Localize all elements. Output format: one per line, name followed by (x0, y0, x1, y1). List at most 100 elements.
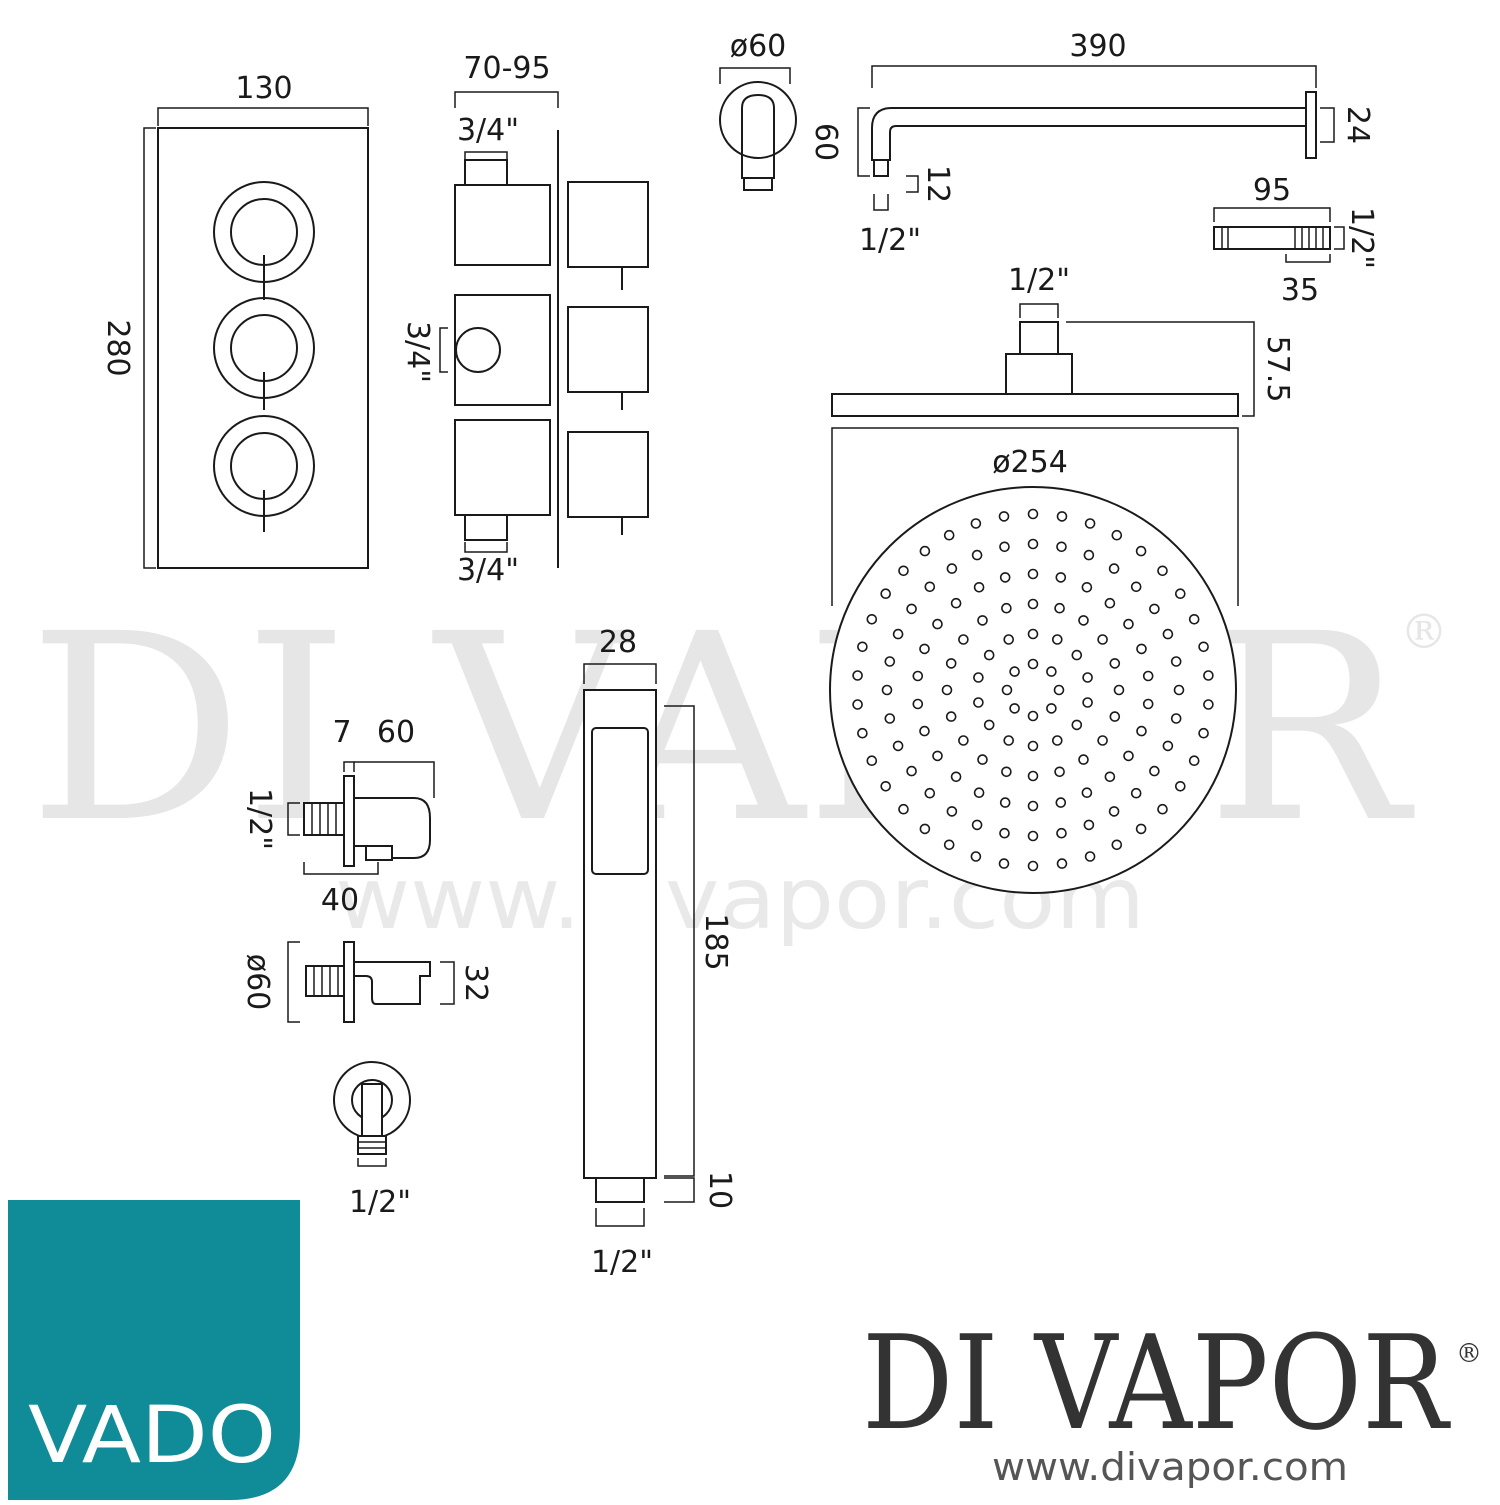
divapor-logo: DI VAPOR ® www.divapor.com (862, 1307, 1482, 1489)
nozzle (1009, 703, 1020, 714)
nozzle (884, 656, 896, 667)
nozzle (999, 797, 1011, 808)
nozzle (1203, 699, 1214, 710)
valve-spindle-top (567, 181, 649, 268)
nozzle (1027, 658, 1039, 670)
nozzle (1188, 613, 1200, 625)
nozzle (898, 803, 909, 815)
holder-flange (343, 941, 355, 1023)
shower-head-bottom-view: ø254 (829, 427, 1239, 894)
nozzle (932, 618, 943, 630)
nozzle (1162, 628, 1174, 640)
nozzle (945, 711, 957, 722)
dim-handset-thread: 1/2" (591, 1245, 653, 1280)
nozzle (941, 684, 953, 696)
nozzle (1003, 735, 1015, 746)
nozzle (1123, 750, 1134, 762)
nozzle (919, 545, 931, 557)
nozzle (1136, 643, 1147, 655)
dim-handset-width: 28 (599, 625, 637, 660)
nozzle (1053, 684, 1065, 696)
nozzle (884, 713, 896, 724)
watermark-registered-mark: ® (1400, 604, 1448, 660)
nozzle (1109, 711, 1121, 722)
nozzle (983, 649, 995, 661)
nozzle (1082, 697, 1093, 708)
nozzle (1082, 672, 1093, 683)
nozzle (971, 549, 983, 561)
nozzle (999, 572, 1011, 583)
nozzle (1149, 765, 1160, 777)
nozzle (1170, 656, 1182, 667)
nozzle (958, 735, 969, 746)
nozzle (950, 771, 962, 783)
nozzle (1113, 684, 1125, 696)
nozzle (852, 670, 863, 681)
dim-head-dia: ø254 (992, 445, 1068, 480)
nozzle (1056, 827, 1067, 839)
arm-wall-flange-view: ø60 (719, 29, 797, 191)
nozzle (1083, 549, 1095, 561)
valve-side-view: 70-95 3/4" 3/4" 3/4" (400, 51, 649, 588)
nozzle (1027, 740, 1039, 752)
nozzle (1170, 713, 1182, 724)
dim-head-thread: 1/2" (1008, 263, 1070, 298)
nozzle (1157, 565, 1168, 577)
nozzle (1142, 670, 1154, 682)
vado-logo-text: VADO (28, 1391, 276, 1481)
watermark: DI VAPOR ® www.divapor.com (28, 579, 1448, 949)
nozzle (977, 754, 988, 765)
nozzle (1081, 581, 1093, 593)
nozzle (973, 697, 984, 708)
nozzle (1097, 735, 1108, 746)
nozzle (1135, 545, 1147, 557)
nozzle (1108, 563, 1120, 574)
nozzle (970, 851, 982, 862)
nozzle (1109, 658, 1121, 669)
nozzle (971, 819, 983, 831)
nozzle (912, 698, 924, 710)
nozzle (1198, 641, 1209, 653)
nozzle (906, 603, 917, 615)
dim-elbow-thread: 1/2" (349, 1185, 411, 1220)
handset-face (591, 727, 649, 875)
valve-spindle-bottom (567, 431, 649, 518)
nozzle (1003, 634, 1015, 645)
handset-body (583, 689, 657, 1179)
nozzle (857, 641, 868, 653)
dim-outlet-depth: 40 (321, 883, 359, 918)
nozzle (1111, 529, 1123, 541)
nozzle (1175, 780, 1186, 792)
dim-wall-flange-dia: ø60 (730, 29, 787, 64)
shower-head-nozzles (852, 508, 1214, 872)
nozzle (1001, 684, 1013, 696)
nozzle (906, 765, 917, 777)
dim-handset-length: 185 (698, 913, 733, 970)
nozzle (1054, 766, 1065, 778)
handset-view: 28 185 10 1/2" (583, 625, 737, 1280)
nozzle (1056, 511, 1068, 522)
shower-arm (871, 107, 1307, 161)
nozzle (1009, 666, 1020, 677)
head-swivel (1005, 353, 1073, 395)
dim-arm-thread-length: 12 (920, 165, 955, 203)
nozzle (1104, 597, 1116, 609)
nozzle (1111, 839, 1123, 851)
outlet-flange (343, 775, 355, 867)
nozzle (1084, 851, 1096, 862)
nozzle (892, 628, 904, 640)
nozzle (1078, 754, 1089, 765)
valve-inlet-top (464, 159, 508, 186)
nozzle (943, 529, 955, 541)
nozzle (973, 581, 985, 593)
nozzle (919, 725, 930, 737)
dim-outlet-flange: 7 (332, 715, 351, 750)
valve-side-outlet (455, 327, 501, 373)
nozzle (1097, 634, 1108, 645)
nozzle (1027, 860, 1039, 872)
nozzle (866, 755, 878, 767)
nozzle (998, 511, 1010, 522)
nozzle (880, 780, 892, 792)
nozzle (1027, 800, 1039, 812)
nozzle (1046, 666, 1057, 677)
